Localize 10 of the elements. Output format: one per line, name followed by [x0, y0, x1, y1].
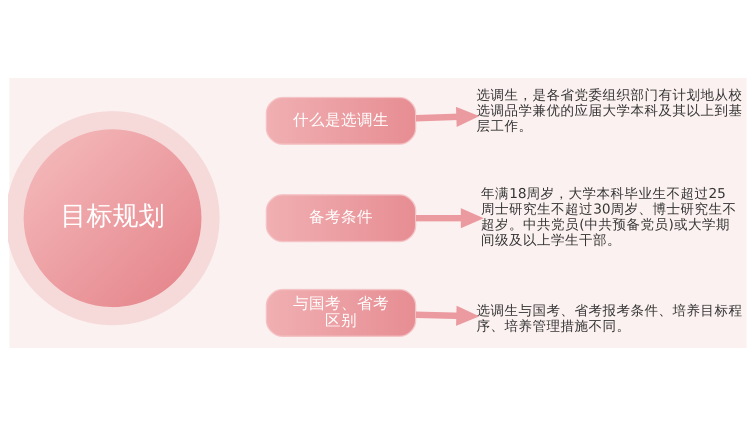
node-text: 选调生与国考、省考报考条件、培养目标程序、培养管理措施不同。	[476, 302, 743, 334]
node-text: 选调生，是各省党委组织部门有计划地从校选调品学兼优的应届大学本科及其以上到基层工作。	[476, 87, 743, 134]
node-circle: 目标规划	[8, 111, 220, 326]
node-box: 什么是选调生	[266, 96, 416, 145]
node-box: 备考条件	[266, 194, 416, 242]
arrow	[416, 306, 480, 326]
arrow	[416, 106, 480, 127]
node-box: 与国考、省考区别	[266, 288, 416, 337]
arrow	[416, 208, 484, 228]
node-text: 年满18周岁，大学本科毕业生不超过25周士研究生不超过30周岁、博士研究生不超岁。中共党员(中共预备党员)或大学期间级及以上学生干部。	[481, 186, 737, 249]
